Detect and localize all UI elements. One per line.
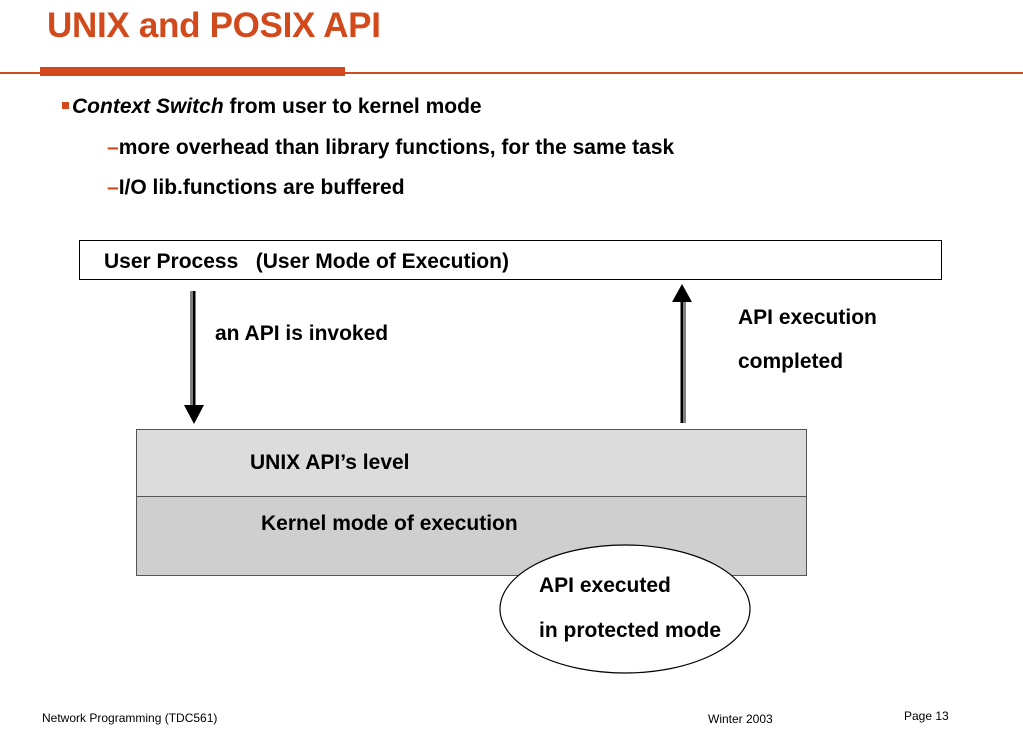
user-process-box: User Process (User Mode of Execution): [79, 240, 942, 280]
oval-label-line1: API executed: [539, 574, 671, 597]
bullet-context-switch: Context Switch from user to kernel mode: [62, 95, 482, 119]
square-bullet-icon: [62, 102, 69, 109]
protected-mode-oval: [499, 544, 751, 674]
dash-bullet-icon: –: [107, 136, 119, 159]
user-process-label: User Process (User Mode of Execution): [104, 250, 509, 273]
oval-label-line2: in protected mode: [539, 619, 722, 642]
api-completed-label-line1: API execution: [738, 306, 877, 329]
bullet-text: from user to kernel mode: [223, 95, 482, 118]
footer-page-number: Page 13: [904, 709, 949, 723]
sub-bullet-text: more overhead than library functions, fo…: [118, 136, 675, 159]
slide-title: UNIX and POSIX API: [47, 6, 381, 45]
api-invoked-label: an API is invoked: [215, 322, 389, 345]
sub-bullet-buffered: –I/O lib.functions are buffered: [107, 176, 405, 200]
api-completed-label-line2: completed: [738, 350, 844, 373]
unix-api-level-box: UNIX API’s level: [136, 429, 807, 497]
footer-course: Network Programming (TDC561): [42, 711, 218, 725]
title-rule: [0, 72, 1023, 74]
down-arrow-icon: [184, 291, 204, 424]
bullet-emphasis: Context Switch: [72, 95, 224, 118]
kernel-mode-label: Kernel mode of execution: [261, 512, 518, 535]
footer-term: Winter 2003: [708, 712, 773, 726]
up-arrow-icon: [672, 284, 692, 423]
sub-bullet-overhead: –more overhead than library functions, f…: [107, 136, 674, 160]
sub-bullet-text: I/O lib.functions are buffered: [118, 176, 405, 199]
unix-api-level-label: UNIX API’s level: [250, 451, 410, 474]
dash-bullet-icon: –: [107, 176, 119, 199]
title-accent-bar: [40, 67, 345, 76]
